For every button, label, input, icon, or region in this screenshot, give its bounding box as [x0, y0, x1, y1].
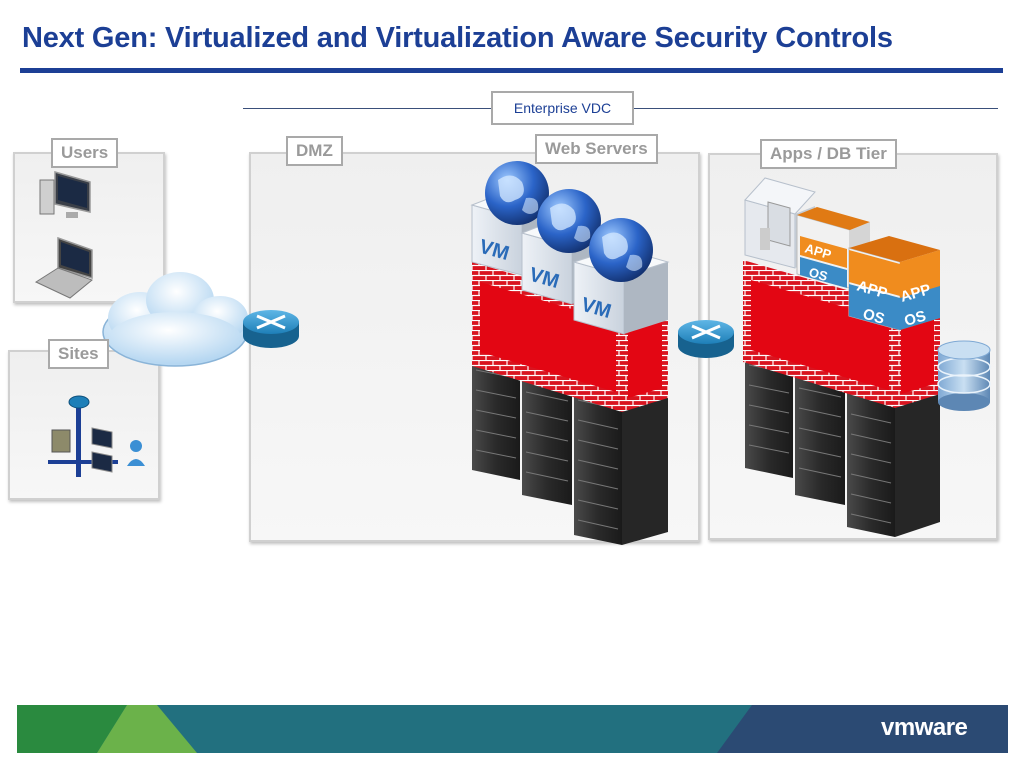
users-label: Users — [51, 138, 119, 168]
web-servers-label: Web Servers — [535, 134, 658, 164]
router-icon-edge — [243, 310, 299, 348]
desktop-computer-icon — [39, 171, 91, 218]
apps-server-racks — [745, 320, 940, 537]
router-icon-internal — [678, 320, 734, 358]
footer-banner: vmware — [17, 705, 1008, 753]
globe-icon-2 — [537, 189, 601, 253]
enterprise-vdc-label: Enterprise VDC — [491, 91, 634, 125]
title-underline — [20, 68, 1003, 73]
vdc-line-right — [634, 108, 998, 109]
app-label-1: APP — [803, 240, 833, 262]
os-label-1: OS — [807, 264, 830, 284]
vmware-logo: vmware — [881, 714, 968, 741]
os-label-3: OS — [902, 308, 928, 330]
laptop-icon — [34, 236, 94, 299]
page-title: Next Gen: Virtualized and Virtualization… — [22, 22, 893, 54]
app-os-box-3 — [849, 236, 940, 330]
branch-network-icon — [48, 395, 145, 477]
internet-cloud-icon — [102, 272, 248, 367]
app-os-box-2 — [848, 247, 901, 331]
dmz-label: DMZ — [286, 136, 343, 166]
sites-label: Sites — [48, 339, 109, 369]
globe-icon-3 — [589, 218, 653, 282]
database-icon — [937, 340, 991, 411]
vdc-line-left — [243, 108, 491, 109]
os-label-2: OS — [861, 306, 887, 328]
globe-icon-1 — [485, 161, 549, 225]
apps-db-tier-label: Apps / DB Tier — [760, 139, 897, 169]
